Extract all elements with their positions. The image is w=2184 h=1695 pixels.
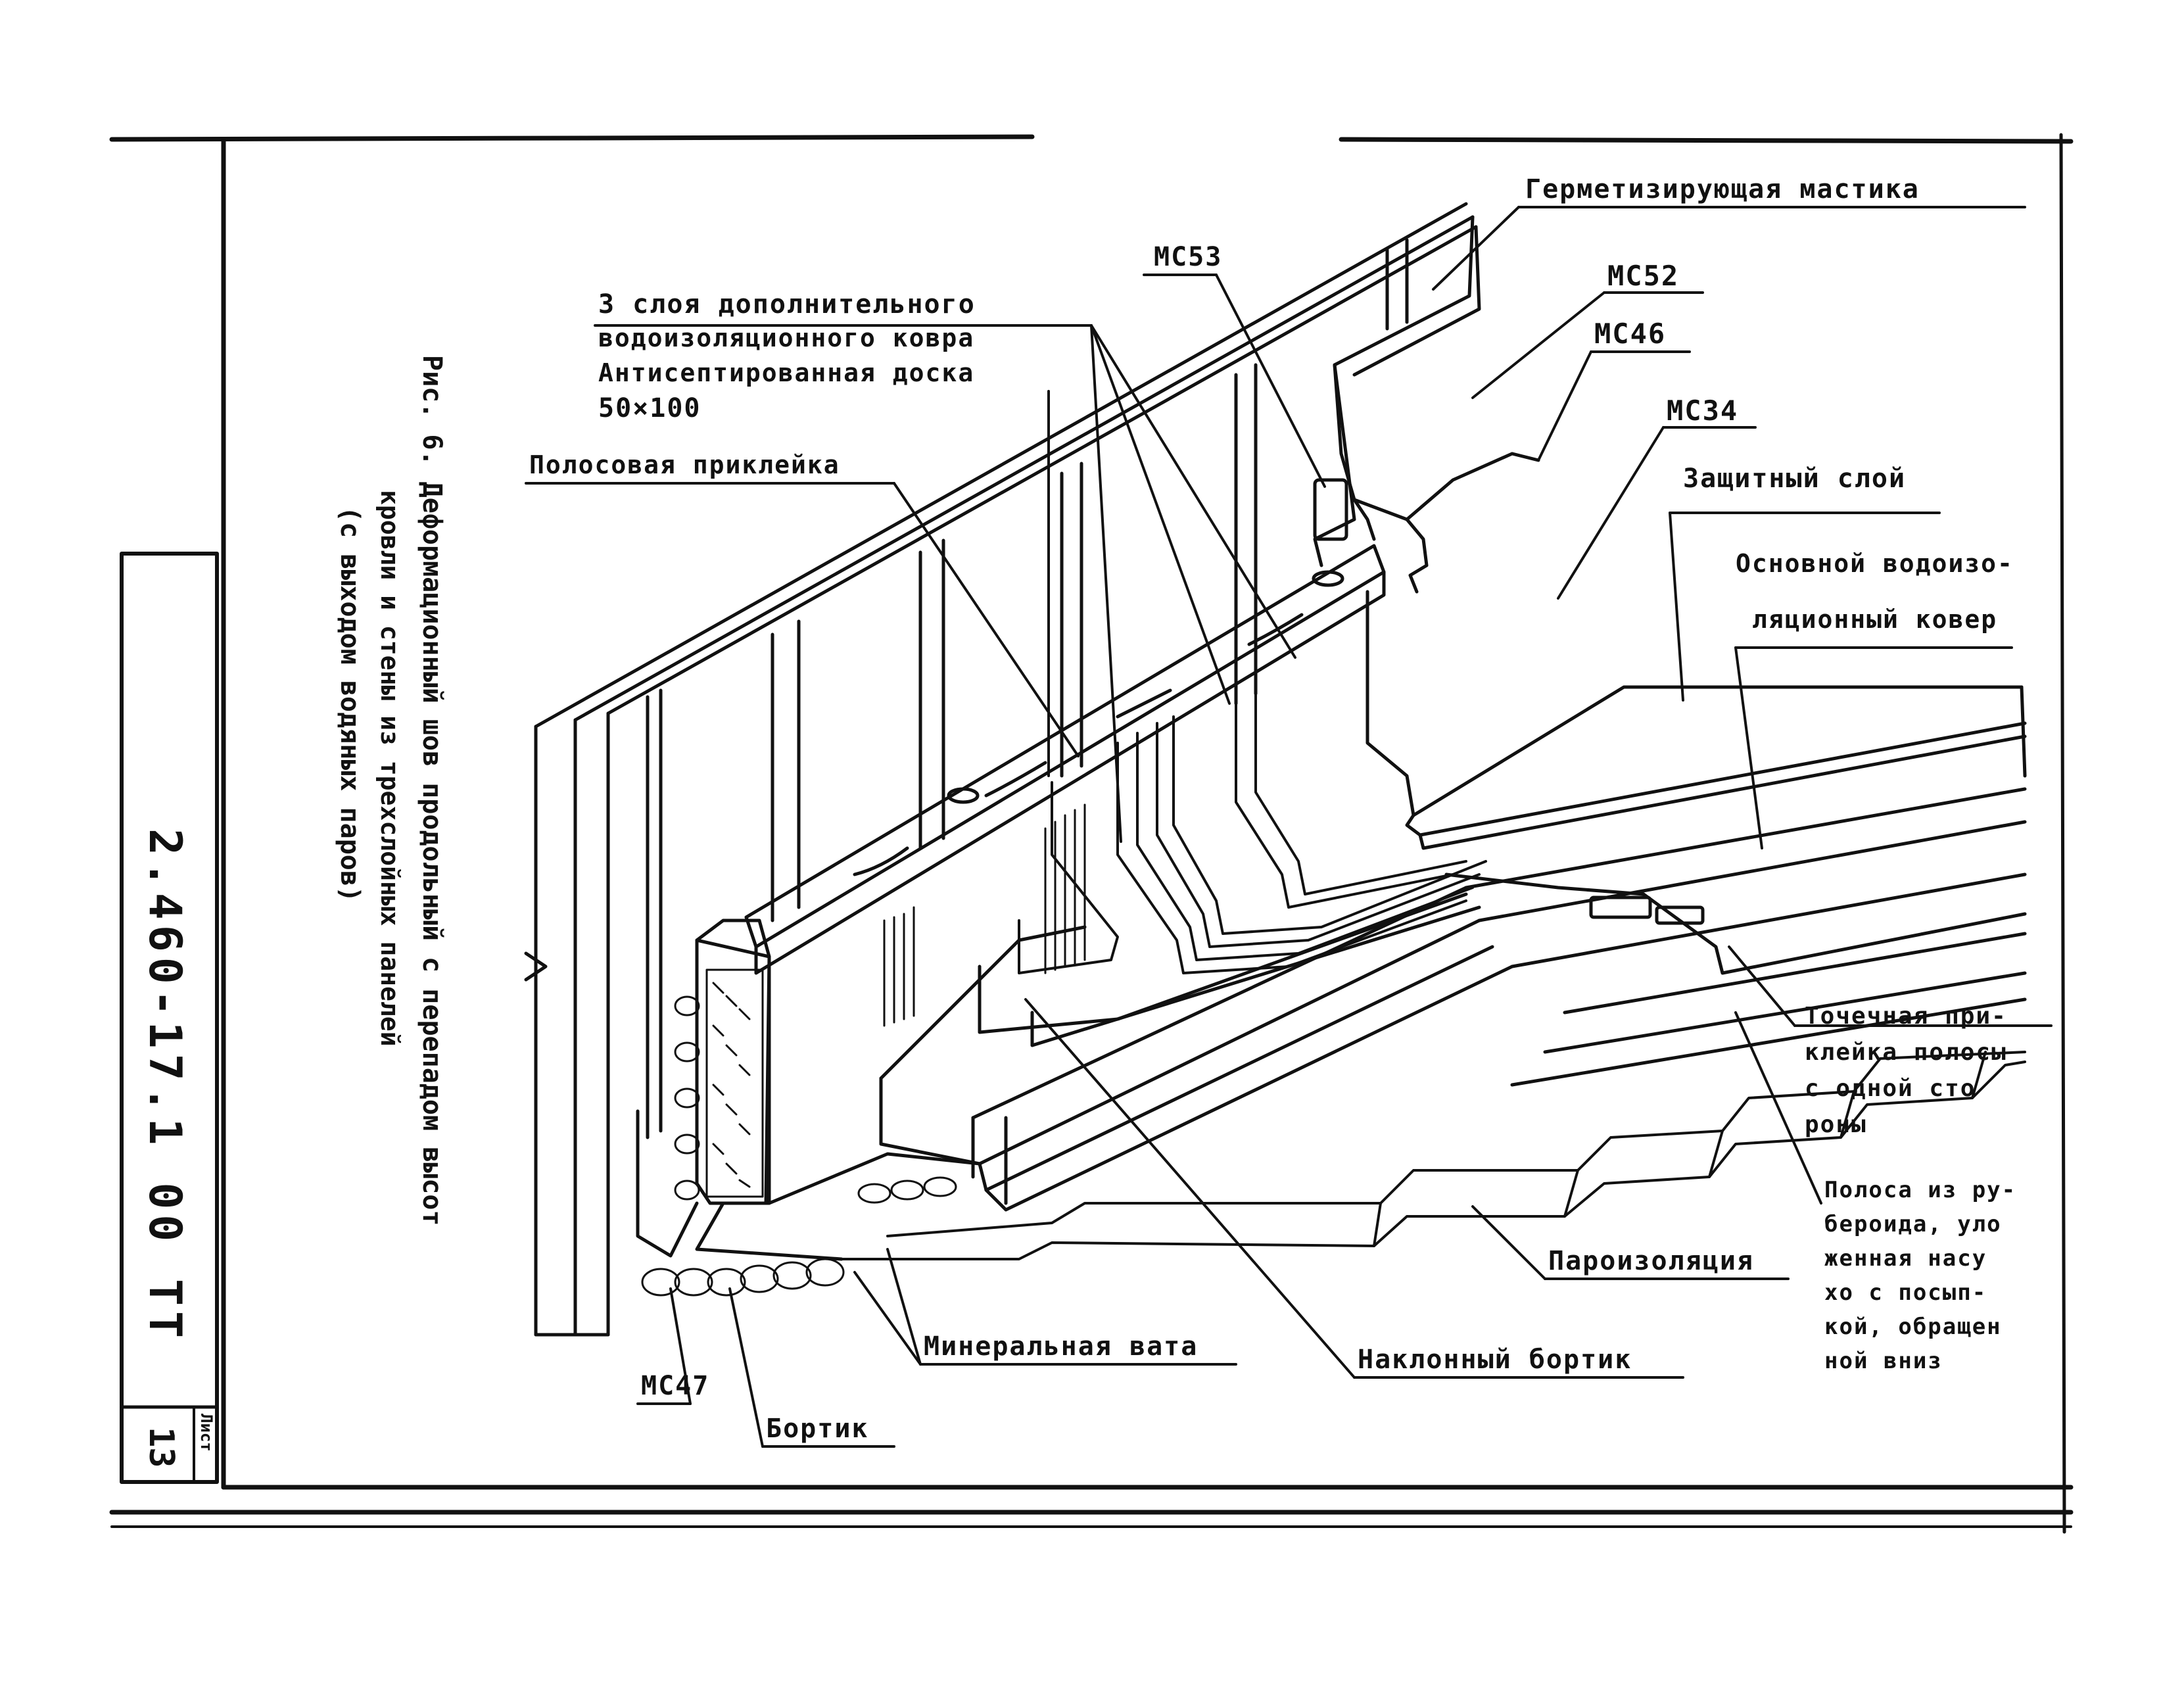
additional-carpet-layers (1018, 692, 1487, 974)
upper-roof (1365, 590, 2027, 850)
label-mc34: МС34 (1667, 394, 1739, 427)
label-layers3-line1: 3 слоя дополнительного (598, 289, 976, 320)
main-carpet (1444, 787, 2027, 1087)
mineral-wool (641, 968, 957, 1297)
figure-caption-line2: кровли и стены из трехслойных панелей (375, 490, 404, 1047)
sheet-frame (109, 133, 2074, 1534)
label-board-size: 50×100 (598, 393, 701, 423)
label-protective-layer: Защитный слой (1683, 464, 1907, 494)
label-mc46: МС46 (1594, 318, 1667, 350)
sheet-number: 13 (141, 1427, 181, 1468)
label-spot-gluing-line2: клейка полосы (1805, 1039, 2007, 1066)
label-mc53: МС53 (1154, 242, 1223, 272)
label-sloped-curb: Наклонный бортик (1358, 1345, 1632, 1375)
label-spot-gluing-line3: с одной сто (1805, 1075, 1976, 1102)
label-curb: Бортик (766, 1414, 869, 1444)
label-strip-gluing: Полосовая приклейка (529, 450, 840, 479)
figure-caption-line3: (с выходом водяных паров) (335, 506, 365, 903)
label-spot-gluing-line4: роны (1805, 1111, 1867, 1138)
label-ruberoid-line6: ной вниз (1824, 1348, 1943, 1374)
metal-flashing (1313, 215, 1540, 594)
document-code: 2.460-17.1 00 ТТ (139, 828, 191, 1344)
label-main-carpet-line1: Основной водоизо- (1736, 549, 2014, 578)
label-hermetic-mastic: Герметизирующая мастика (1525, 174, 1920, 204)
label-spot-gluing-line1: Точечная при- (1805, 1003, 2007, 1030)
label-antiseptic-board: Антисептированная доска (598, 358, 975, 387)
sheet-label: Лист (197, 1414, 216, 1452)
antiseptic-board (744, 544, 1386, 975)
profiled-deck (840, 1051, 2026, 1260)
label-ruberoid-line3: женная насу (1824, 1245, 1987, 1272)
wall-panel (524, 202, 1478, 1337)
figure-caption-line1: Рис. 6. Деформационный шов продольный с … (417, 355, 447, 1226)
label-layers3-line2: водоизоляционного ковра (598, 323, 975, 352)
strip-gluing (883, 803, 1086, 1027)
label-ruberoid-line4: хо с посып- (1824, 1279, 1987, 1306)
label-vapor-barrier: Пароизоляция (1548, 1246, 1754, 1276)
leader-lines (525, 206, 2053, 1448)
label-mineral-wool: Минеральная вата (924, 1331, 1199, 1362)
label-ruberoid-line2: бероида, уло (1824, 1211, 2002, 1237)
label-mc52: МС52 (1607, 260, 1680, 292)
label-ruberoid-line1: Полоса из ру- (1824, 1177, 2017, 1203)
label-mc47: МС47 (641, 1371, 710, 1401)
label-ruberoid-line5: кой, обращен (1824, 1314, 2002, 1340)
label-main-carpet-line2: ляционный ковер (1752, 605, 1998, 634)
